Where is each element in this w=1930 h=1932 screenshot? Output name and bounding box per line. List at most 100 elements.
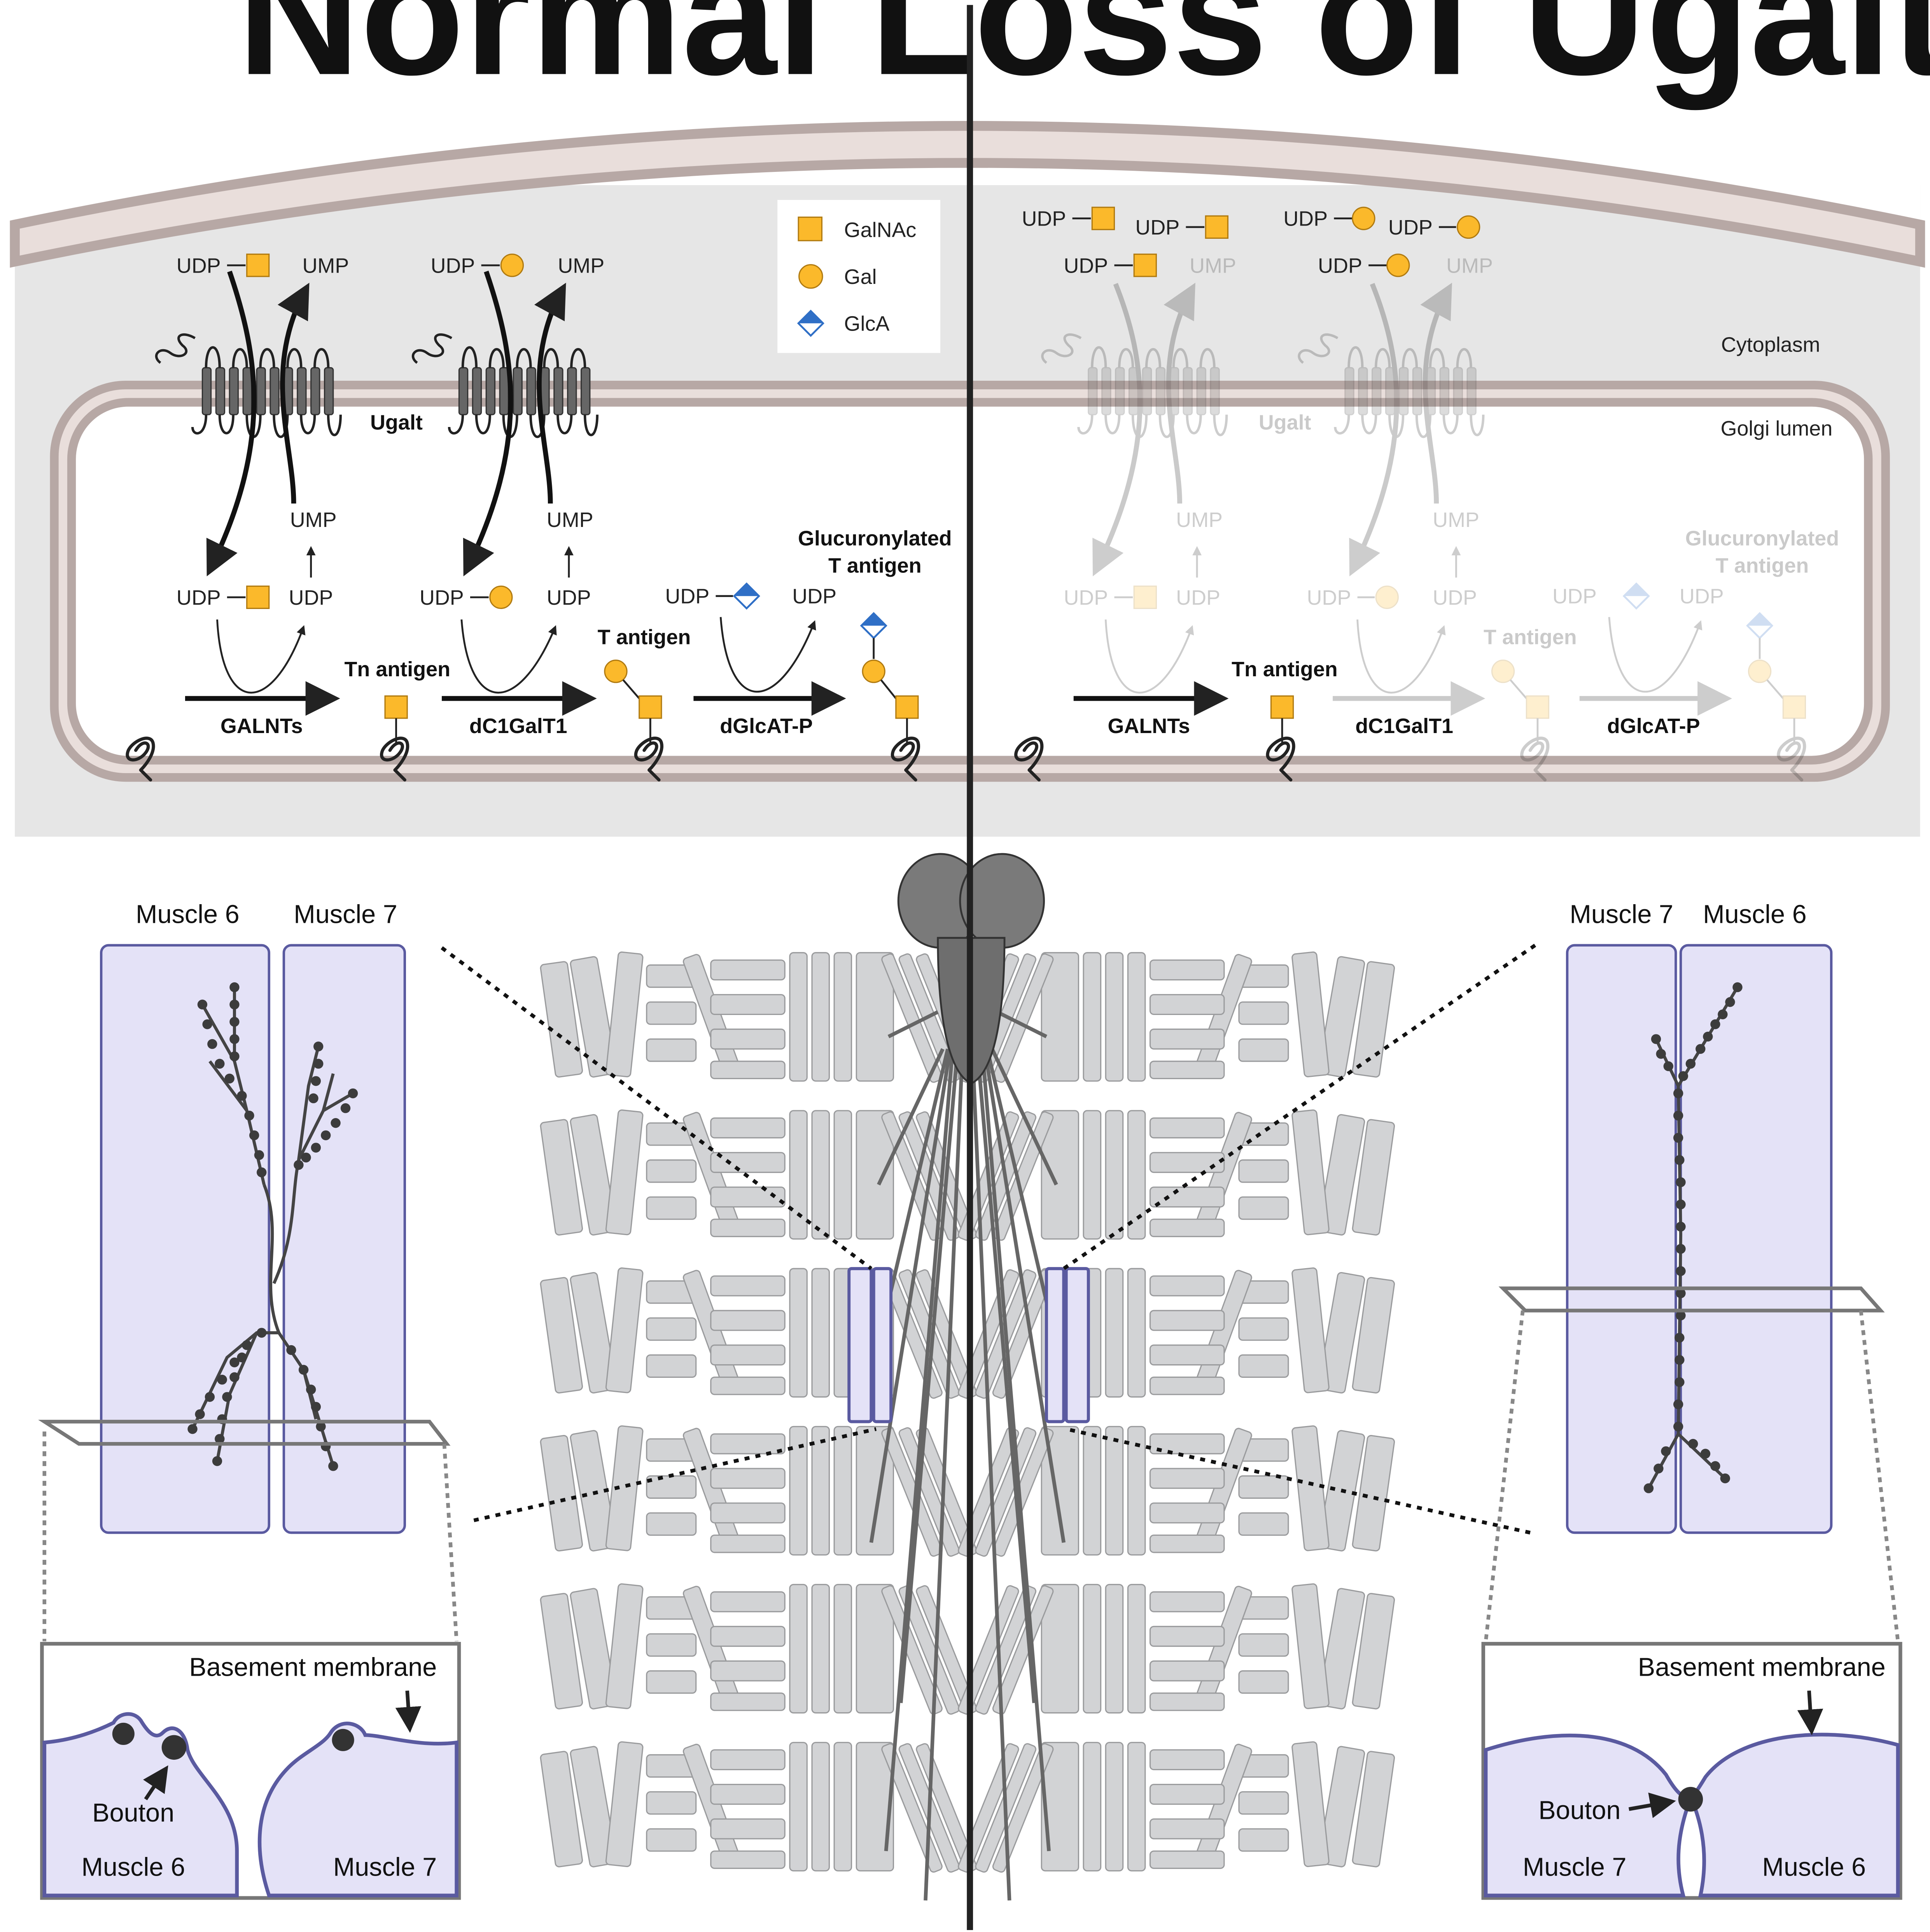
ump-label: UMP	[1433, 508, 1479, 532]
ump-label: UMP	[547, 508, 593, 532]
highlight-muscle-6-loss	[1064, 1267, 1090, 1423]
plasma-membrane	[10, 121, 1925, 268]
udp-label: UDP	[430, 254, 475, 277]
glcat-label: dGlcAT-P	[1607, 714, 1700, 738]
basement-membrane-label: Basement membrane	[1638, 1653, 1886, 1682]
gal-icon	[862, 660, 885, 683]
gal-icon	[1386, 254, 1410, 277]
golgi-lumen-label: Golgi lumen	[1720, 417, 1832, 440]
tn-antigen-label: Tn antigen	[344, 658, 450, 681]
tn-antigen-label: Tn antigen	[1232, 658, 1338, 681]
udp-label: UDP	[1307, 586, 1351, 609]
gal-icon	[604, 660, 628, 683]
highlight-muscle-6	[847, 1267, 873, 1423]
udp-label: UDP	[1283, 207, 1328, 231]
gal-legend-icon	[798, 264, 823, 289]
faded-transport	[1042, 282, 1805, 780]
udp-label: UDP	[547, 586, 591, 609]
highlight-muscle-7	[872, 1267, 893, 1423]
muscle-6-section	[42, 1712, 239, 1897]
boutons	[1643, 982, 1743, 1493]
legend: GalNAc Gal GlcA	[777, 200, 941, 353]
nerves	[862, 1010, 1073, 1901]
udp-label: UDP	[177, 586, 221, 609]
udp-label: UDP	[792, 585, 836, 608]
udp-label: UDP	[665, 585, 709, 608]
galnac-legend-icon	[798, 216, 822, 242]
glucuronylated-label: Glucuronylated	[1685, 527, 1839, 550]
nmj-loss: Muscle 7 Muscle 6 Basement membrane Bout…	[1481, 900, 1902, 1900]
legend-galnac: GalNAc	[844, 218, 917, 242]
galnts-label: GALNTs	[1108, 714, 1190, 738]
boutons	[187, 982, 358, 1471]
nmj-normal: Muscle 6 Muscle 7	[38, 900, 461, 1900]
glca-legend-icon	[797, 310, 824, 337]
udp-label: UDP	[1064, 586, 1108, 609]
udp-label: UDP	[1022, 207, 1066, 231]
gal-icon	[500, 254, 524, 277]
section-plane	[1498, 1286, 1885, 1312]
udp-label: UDP	[420, 586, 464, 609]
ugalt-label: Ugalt	[1259, 411, 1311, 434]
galnac-icon	[895, 695, 919, 719]
galnac-icon	[246, 254, 270, 277]
bouton-label: Bouton	[92, 1799, 174, 1827]
gal-icon	[1352, 206, 1375, 230]
zoom-lines	[441, 943, 1536, 1535]
bouton-icon	[332, 1729, 354, 1751]
muscle-6-label: Muscle 6	[81, 1853, 185, 1881]
muscle-7-label: Muscle 7	[333, 1853, 437, 1881]
t-antigen-label: T antigen	[598, 625, 691, 649]
highlight-muscle-7-loss	[1045, 1267, 1066, 1423]
muscle-6	[100, 944, 270, 1534]
bouton-label: Bouton	[1538, 1796, 1620, 1825]
muscle-7-label: Muscle 7	[1570, 900, 1673, 929]
muscle-7-section	[1484, 1733, 1694, 1897]
ump-label: UMP	[558, 254, 604, 277]
title-normal: Normal	[237, 0, 824, 110]
ugalt-label: Ugalt	[370, 411, 423, 434]
legend-glca: GlcA	[844, 312, 890, 335]
ump-label: UMP	[1446, 254, 1493, 277]
muscle-7-label: Muscle 7	[1523, 1853, 1627, 1881]
udp-label: UDP	[177, 254, 221, 277]
c1galt1-label: dC1GalT1	[1355, 714, 1453, 738]
title-loss: Loss of Ugalt	[870, 0, 1930, 111]
glcat-label: dGlcAT-P	[720, 714, 813, 738]
muscle-6	[1679, 944, 1833, 1534]
cytoplasm-label: Cytoplasm	[1721, 333, 1820, 356]
galnac-icon	[1205, 215, 1228, 239]
galnts-label: GALNTs	[220, 714, 303, 738]
t-antigen-label: T antigen	[1484, 625, 1577, 649]
glucuronylated-label: Glucuronylated	[798, 527, 952, 550]
bouton-icon	[1678, 1787, 1703, 1812]
udp-label: UDP	[1064, 254, 1108, 277]
loss-pathway: UDP UDP UDP UDP UDP UDP	[1016, 206, 1839, 780]
udp-label: UDP	[1388, 216, 1433, 239]
muscle-7-section	[257, 1722, 458, 1897]
c1galt1-label: dC1GalT1	[469, 714, 567, 738]
udp-label: UDP	[1318, 254, 1362, 277]
galnac-icon	[639, 695, 662, 719]
galnac-icon	[1270, 695, 1294, 719]
udp-label: UDP	[1552, 585, 1597, 608]
legend-gal: Gal	[844, 265, 877, 289]
bouton-icon	[161, 1735, 187, 1760]
gal-icon	[489, 585, 513, 609]
normal-pathway: UDP UMP Ugalt UMP UDP UDP GALNTs Tn anti…	[127, 254, 952, 780]
udp-label: UDP	[1680, 585, 1724, 608]
ump-label: UMP	[290, 508, 337, 532]
muscle-6-label: Muscle 6	[136, 900, 240, 929]
ump-label: UMP	[302, 254, 349, 277]
glucuronylated-label-2: T antigen	[828, 554, 922, 577]
gal-icon	[1457, 215, 1480, 239]
section-plane	[38, 1419, 451, 1446]
glca-icon	[733, 582, 760, 610]
bouton-icon	[112, 1722, 135, 1745]
muscle-7	[1566, 944, 1677, 1534]
ump-label: UMP	[1176, 508, 1223, 532]
galnac-icon	[384, 695, 408, 719]
glucuronylated-label-2: T antigen	[1716, 554, 1809, 577]
